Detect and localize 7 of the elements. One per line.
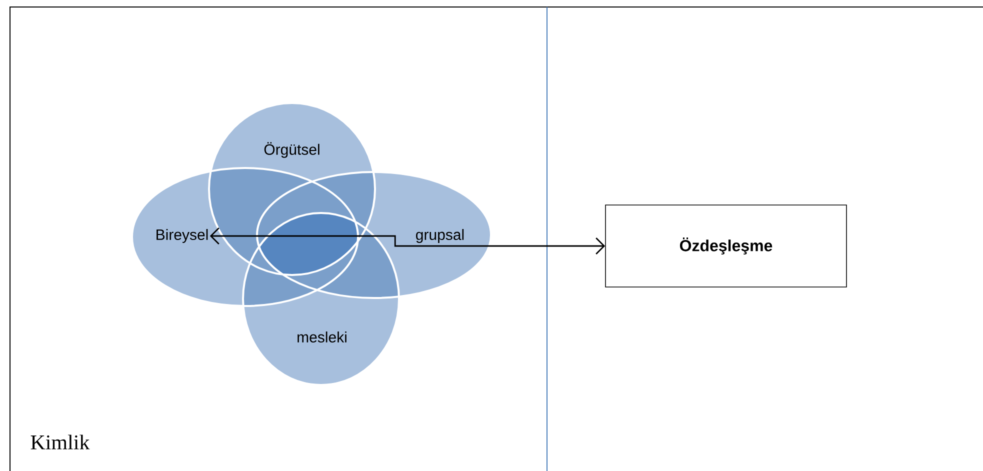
caption-text: Kimlik xyxy=(30,434,90,450)
venn-label: grupsal xyxy=(416,229,464,243)
venn-label: Örgütsel xyxy=(264,142,320,158)
arrow xyxy=(210,228,606,254)
process-box: Özdeşleşme xyxy=(605,204,847,288)
venn-label: mesleki xyxy=(298,331,346,342)
venn-label: Bireysel xyxy=(156,229,208,243)
